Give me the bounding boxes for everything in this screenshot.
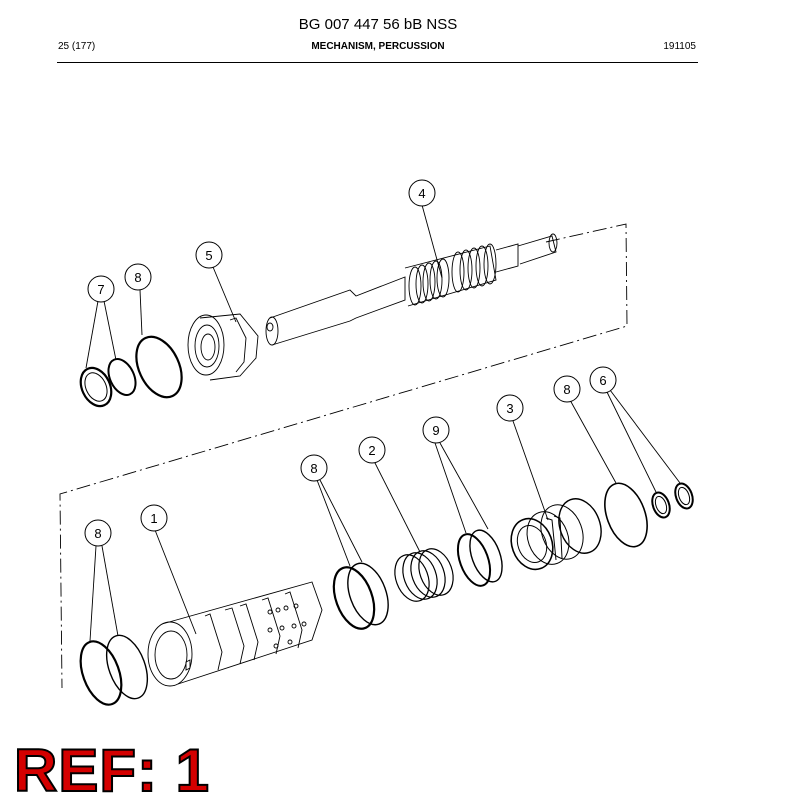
shaft-part-4 xyxy=(265,233,558,346)
ref-label: REF: 1 xyxy=(13,737,211,804)
callout-6: 6 xyxy=(599,373,606,388)
callout-9: 9 xyxy=(432,423,439,438)
callout-circles xyxy=(84,179,617,547)
o-ring-lower-left xyxy=(79,634,149,706)
callout-7: 7 xyxy=(97,282,104,297)
callout-8-right: 8 xyxy=(563,382,570,397)
o-ring-lower-middle xyxy=(332,562,389,630)
callout-1: 1 xyxy=(150,511,157,526)
assembly-boundary xyxy=(59,223,628,689)
callout-8-upper: 8 xyxy=(134,270,141,285)
leader-lines xyxy=(85,204,681,642)
callout-3: 3 xyxy=(506,401,513,416)
seal-part-7 xyxy=(79,366,113,408)
seal-part-6 xyxy=(651,482,694,519)
document-date: 191105 xyxy=(663,41,696,52)
o-ring-upper xyxy=(107,335,183,399)
callout-2: 2 xyxy=(368,443,375,458)
callout-8-left: 8 xyxy=(94,526,101,541)
callout-4: 4 xyxy=(418,186,425,201)
seal-part-9 xyxy=(456,529,503,587)
header-rule xyxy=(57,62,698,63)
document-title: BG 007 447 56 bB NSS xyxy=(298,16,458,33)
callout-labels: 4 5 7 8 1 8 8 2 9 3 8 6 xyxy=(94,186,606,541)
section-title: MECHANISM, PERCUSSION xyxy=(311,41,445,52)
o-ring-right xyxy=(604,482,648,548)
callout-5: 5 xyxy=(205,248,212,263)
cylinder-part-1 xyxy=(147,581,323,687)
front-head-part-5 xyxy=(187,313,259,381)
bearing-part-3 xyxy=(510,498,602,571)
bushing-part-2 xyxy=(394,548,454,602)
page-number: 25 (177) xyxy=(58,41,96,52)
callout-8-middle: 8 xyxy=(310,461,317,476)
